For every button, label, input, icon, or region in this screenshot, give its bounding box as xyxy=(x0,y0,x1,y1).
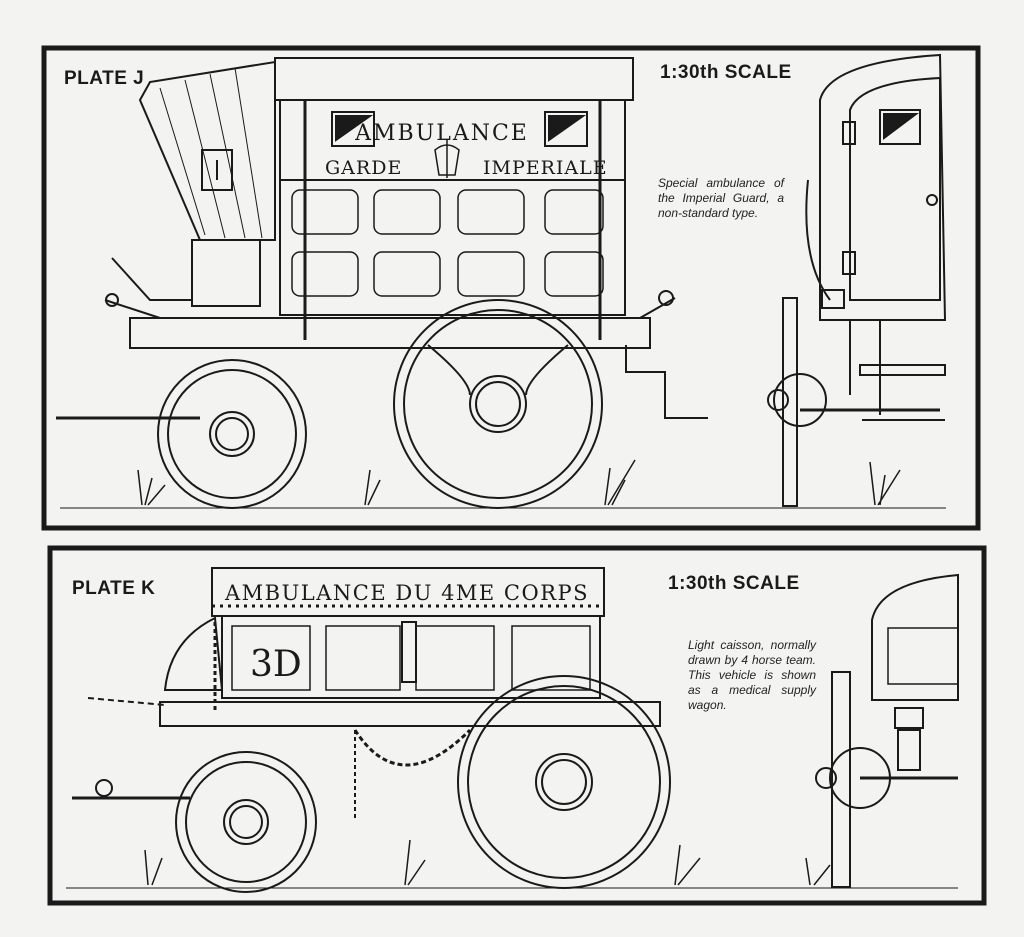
brake-crank xyxy=(625,345,708,419)
lantern-icon xyxy=(201,149,233,191)
drawbar-dashed xyxy=(87,697,166,706)
window-left xyxy=(331,111,375,147)
front-board xyxy=(163,616,224,691)
end-door xyxy=(849,76,941,301)
inscription-left: GARDE xyxy=(325,157,402,179)
grass-tufts-k xyxy=(144,839,831,886)
rear-wheel-k xyxy=(457,675,671,889)
plate-k-frame xyxy=(47,545,987,906)
ambulance-side-view xyxy=(56,57,901,509)
caisson-body xyxy=(221,615,601,699)
plate-j-frame xyxy=(41,45,981,531)
wagon-roof xyxy=(274,57,634,101)
rear-wheel xyxy=(393,299,603,509)
inscription-caisson: AMBULANCE DU 4ME CORPS xyxy=(224,581,589,605)
caisson-end-view xyxy=(815,573,959,888)
caisson-side-view xyxy=(72,567,831,893)
plate-k-caption: Light caisson, normally drawn by 4 horse… xyxy=(688,638,816,712)
plate-k: AMBULANCE DU 4ME CORPS 3D PLATE K 1:30th… xyxy=(0,540,1024,937)
footboard xyxy=(111,257,192,301)
caisson-end-wheel-rim xyxy=(831,671,851,888)
inscription-right: IMPERIALE xyxy=(483,157,608,179)
ambulance-end-view xyxy=(767,53,947,507)
front-wheel xyxy=(157,359,307,509)
wagon-body xyxy=(279,99,626,316)
eagle-emblem-icon xyxy=(434,140,460,178)
folding-hood xyxy=(138,60,276,241)
front-wheel-k xyxy=(175,751,317,893)
grass-tufts xyxy=(137,459,901,506)
end-body xyxy=(819,53,947,321)
plate-j-scale: 1:30th SCALE xyxy=(660,62,792,83)
inscription-top: AMBULANCE xyxy=(354,121,529,146)
caisson-chassis xyxy=(159,701,661,727)
plate-k-label: PLATE K xyxy=(72,578,156,599)
driver-box xyxy=(191,239,261,307)
chassis xyxy=(129,317,651,349)
plate-j-label: PLATE J xyxy=(64,68,145,89)
plate-j-caption: Special ambulance of the Imperial Guard,… xyxy=(658,176,784,220)
door-number: 3D xyxy=(250,644,302,685)
caisson-end-body xyxy=(871,573,959,701)
window-right xyxy=(544,111,588,147)
body-panels xyxy=(291,189,604,297)
plate-k-drawing: AMBULANCE DU 4ME CORPS 3D xyxy=(47,545,987,906)
end-wheel-rim xyxy=(782,297,798,507)
plate-j-drawing: AMBULANCE GARDE IMPERIALE xyxy=(41,45,981,531)
plate-k-scale: 1:30th SCALE xyxy=(668,573,800,594)
drag-chain xyxy=(353,728,472,767)
plate-j: AMBULANCE GARDE IMPERIALE PLATE J 1:30th… xyxy=(41,45,981,531)
